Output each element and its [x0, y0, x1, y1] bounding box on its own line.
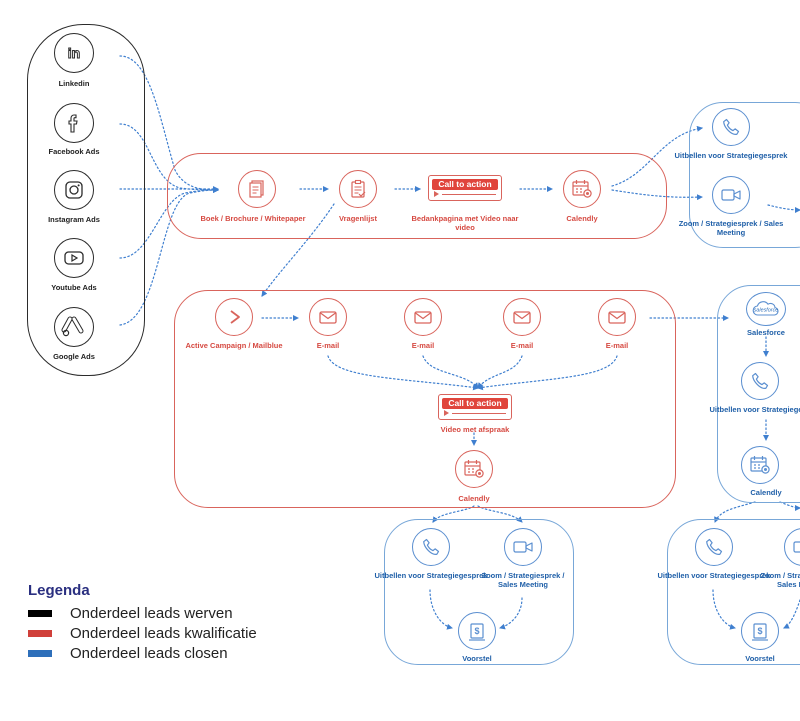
- legend-swatch: [28, 609, 52, 617]
- connector-email1-to-cta: [327, 355, 479, 391]
- calendly-icon: [563, 170, 601, 208]
- youtube-label: Youtube Ads: [51, 283, 97, 292]
- video-progress-line: [452, 412, 506, 414]
- connector-yt-to-boek: [119, 187, 219, 259]
- legend-swatch: [28, 649, 52, 657]
- play-icon: [444, 410, 449, 416]
- google-ads-label: Google Ads: [53, 352, 95, 361]
- video-call-icon-top: [712, 176, 750, 214]
- connector-email4-to-cta: [477, 355, 618, 391]
- calendly-label-salesforce: Calendly: [750, 488, 782, 497]
- legend-item-kwalificatie: Onderdeel leads kwalificatie: [28, 623, 257, 643]
- video-call-icon-bottom-middle: [504, 528, 542, 566]
- connector-zoom-mid-to-voorstel: [499, 597, 523, 630]
- meeting-label-bottom-middle: Zoom / Strategiesprek / Sales Meeting: [481, 571, 565, 589]
- svg-text:$: $: [474, 626, 479, 636]
- email-icon-1: [309, 298, 347, 336]
- instagram-icon: [54, 170, 94, 210]
- legend-item-werven: Onderdeel leads werven: [28, 603, 257, 623]
- connector-google-to-boek: [119, 187, 219, 326]
- active-campaign-label: Active Campaign / Mailblue: [185, 341, 283, 350]
- proposal-label-bottom-middle: Voorstel: [462, 654, 492, 663]
- thankyou-call-to-action-button[interactable]: Call to action: [428, 175, 502, 201]
- svg-text:salesforce: salesforce: [754, 308, 779, 314]
- phone-icon-salesforce: [741, 362, 779, 400]
- video-appointment-label: Video met afspraak: [440, 425, 510, 434]
- play-icon: [434, 191, 439, 197]
- meeting-label-top: Zoom / Strategiesprek / Sales Meeting: [678, 219, 784, 237]
- email-icon-4: [598, 298, 636, 336]
- instagram-label: Instagram Ads: [48, 215, 100, 224]
- linkedin-label: Linkedin: [58, 79, 90, 88]
- cta-text: Call to action: [432, 179, 498, 190]
- connector-vragenlijst-to-active: [261, 203, 335, 297]
- email-label-1: E-mail: [316, 341, 340, 350]
- call-label-bottom-right: Uitbellen voor Strategiegesprek: [657, 571, 771, 580]
- legend-label: Onderdeel leads closen: [70, 644, 228, 662]
- video-call-to-action-button[interactable]: Call to action: [438, 394, 512, 420]
- call-label-salesforce: Uitbellen voor Strategiegesprek: [709, 405, 800, 414]
- lead-sources-group: [27, 24, 145, 376]
- brochure-icon: [238, 170, 276, 208]
- connector-calendly-sf-to-right: [779, 501, 800, 511]
- connector-call-br-to-voorstel: [712, 589, 736, 630]
- legend: Legenda Onderdeel leads werven Onderdeel…: [28, 582, 257, 663]
- email-icon-2: [404, 298, 442, 336]
- closing-bottom-middle-group: [384, 519, 574, 665]
- questionnaire-icon: [339, 170, 377, 208]
- connector-call-mid-to-voorstel: [429, 589, 453, 630]
- legend-label: Onderdeel leads kwalificatie: [70, 624, 257, 642]
- email-label-2: E-mail: [411, 341, 435, 350]
- svg-text:in: in: [68, 45, 80, 61]
- connector-calendly-to-zoom: [611, 189, 703, 201]
- closing-top-right-group: [689, 102, 800, 248]
- connector-email2-to-cta: [422, 355, 479, 389]
- proposal-icon-bottom-right: $: [741, 612, 779, 650]
- proposal-icon-bottom-middle: $: [458, 612, 496, 650]
- legend-swatch: [28, 629, 52, 637]
- phone-icon-bottom-middle: [412, 528, 450, 566]
- email-label-3: E-mail: [510, 341, 534, 350]
- youtube-icon: [54, 238, 94, 278]
- video-progress-line: [442, 193, 496, 195]
- cta-text: Call to action: [442, 398, 508, 409]
- closing-salesforce-group: [717, 285, 800, 503]
- facebook-label: Facebook Ads: [48, 147, 100, 156]
- salesforce-icon: salesforce: [746, 292, 786, 326]
- questionnaire-label: Vragenlijst: [339, 214, 377, 223]
- phone-icon-top: [712, 108, 750, 146]
- legend-title: Legenda: [28, 582, 90, 599]
- closing-bottom-right-group: [667, 519, 800, 665]
- calendly-icon-middle: [455, 450, 493, 488]
- connector-calendly-sf-to-call: [714, 501, 756, 523]
- connector-zoom-br-to-voorstel: [783, 599, 800, 629]
- connector-email3-to-cta: [477, 355, 523, 389]
- calendly-label-middle: Calendly: [458, 494, 490, 503]
- email-label-4: E-mail: [605, 341, 629, 350]
- call-label-top: Uitbellen voor Strategiegesprek: [674, 151, 788, 160]
- calendly-icon-salesforce: [741, 446, 779, 484]
- linkedin-icon: in: [54, 33, 94, 73]
- salesforce-label: Salesforce: [747, 328, 785, 337]
- qualification-email-group: [174, 290, 676, 508]
- legend-item-closen: Onderdeel leads closen: [28, 643, 257, 663]
- svg-text:$: $: [757, 626, 762, 636]
- active-campaign-icon: [215, 298, 253, 336]
- phone-icon-bottom-right: [695, 528, 733, 566]
- google-ads-icon: [54, 307, 94, 347]
- qualification-top-group: [167, 153, 667, 239]
- email-icon-3: [503, 298, 541, 336]
- legend-label: Onderdeel leads werven: [70, 604, 233, 622]
- calendly-label-top: Calendly: [566, 214, 598, 223]
- thankyou-page-label: Bedankpagina met Video naar video: [411, 214, 519, 232]
- proposal-label-bottom-right: Voorstel: [745, 654, 775, 663]
- facebook-icon: [54, 103, 94, 143]
- connector-zoom-continue: [767, 204, 800, 213]
- brochure-label: Boek / Brochure / Whitepaper: [200, 214, 306, 223]
- call-label-bottom-middle: Uitbellen voor Strategiegesprek: [374, 571, 488, 580]
- meeting-label-bottom-right: Zoom / Strategiesprek / Sales Meeting: [760, 571, 800, 589]
